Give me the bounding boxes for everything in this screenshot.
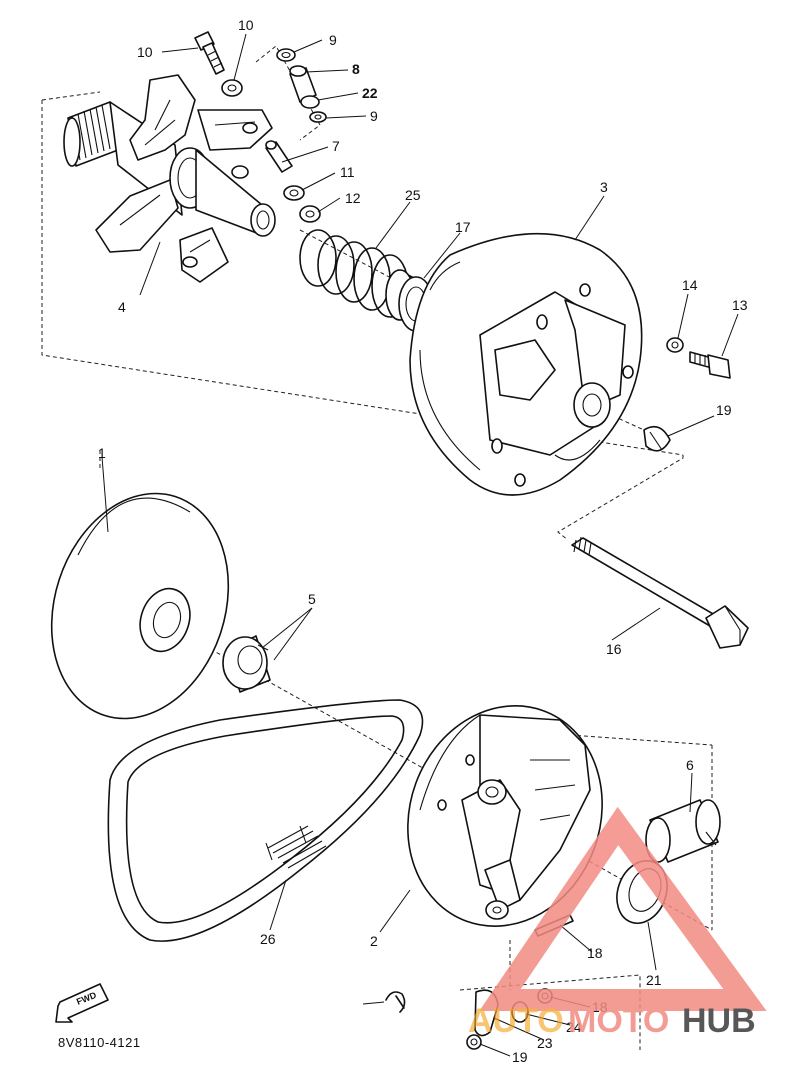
automotohub-watermark-logo: AUTO MOTO HUB <box>468 806 767 1040</box>
callout-18-lower: 19 <box>512 1049 528 1065</box>
callout-23: 24 <box>566 1019 582 1035</box>
roller-stack-9-8-21 <box>255 45 327 141</box>
callout-15: 16 <box>606 641 622 657</box>
callout-2: 2 <box>370 933 378 949</box>
callout-24: 25 <box>405 187 421 203</box>
watermark-auto: AUTO <box>468 1002 564 1040</box>
callout-17: 18 <box>587 945 603 961</box>
callout-3: 3 <box>600 179 608 195</box>
callout-10-upper: 10 <box>238 17 254 33</box>
fwd-arrow-icon: FWD <box>55 983 109 1023</box>
drawing-code: 8V8110-4121 <box>58 1035 141 1050</box>
callout-8: 8 <box>352 61 360 77</box>
part-10-washer-upper <box>221 79 243 97</box>
callout-5: 5 <box>308 591 316 607</box>
part-12-nut <box>299 205 321 223</box>
callout-9-upper: 9 <box>329 32 337 48</box>
part-4-fixed-sheave-hub <box>63 74 276 283</box>
callout-21: 22 <box>362 85 378 101</box>
callout-7: 7 <box>332 138 340 154</box>
callout-16: 17 <box>455 219 471 235</box>
callout-12: 12 <box>345 190 361 206</box>
part-6-sleeve <box>645 799 721 863</box>
part-5-bushing <box>222 635 271 693</box>
callout-10-lower: 11 <box>340 164 355 180</box>
part-15-long-bolt <box>571 536 749 649</box>
part-10-washer-lower <box>283 185 305 201</box>
watermark-moto: MOTO <box>568 1002 669 1040</box>
callout-14: 14 <box>682 277 698 293</box>
part-26-clip <box>385 991 406 1013</box>
callout-22: 23 <box>537 1035 553 1051</box>
part-1-sheave-disc <box>50 492 230 720</box>
part-2-sheave-with-arm <box>407 705 603 927</box>
part-13-bolt <box>689 351 731 379</box>
callout-4: 4 <box>118 299 126 315</box>
callout-20: 21 <box>646 972 662 988</box>
watermark-hub: HUB <box>682 1002 756 1040</box>
callout-13: 13 <box>732 297 748 313</box>
callout-11: 10 <box>137 44 153 60</box>
callout-1: 1 <box>98 445 106 461</box>
leader-lines <box>101 33 739 1057</box>
part-14-washer <box>666 337 684 353</box>
part-19-clip <box>643 425 671 452</box>
callout-6: 6 <box>686 757 694 773</box>
part-18-nut-lower <box>466 1034 482 1050</box>
callout-25: 26 <box>260 931 276 947</box>
part-25-drive-belt <box>107 699 424 942</box>
part-3-cover <box>409 232 643 496</box>
callout-19: 19 <box>716 402 732 418</box>
part-11-bolt <box>194 31 225 75</box>
callout-9-lower: 9 <box>370 108 378 124</box>
part-7-pin <box>265 140 293 173</box>
